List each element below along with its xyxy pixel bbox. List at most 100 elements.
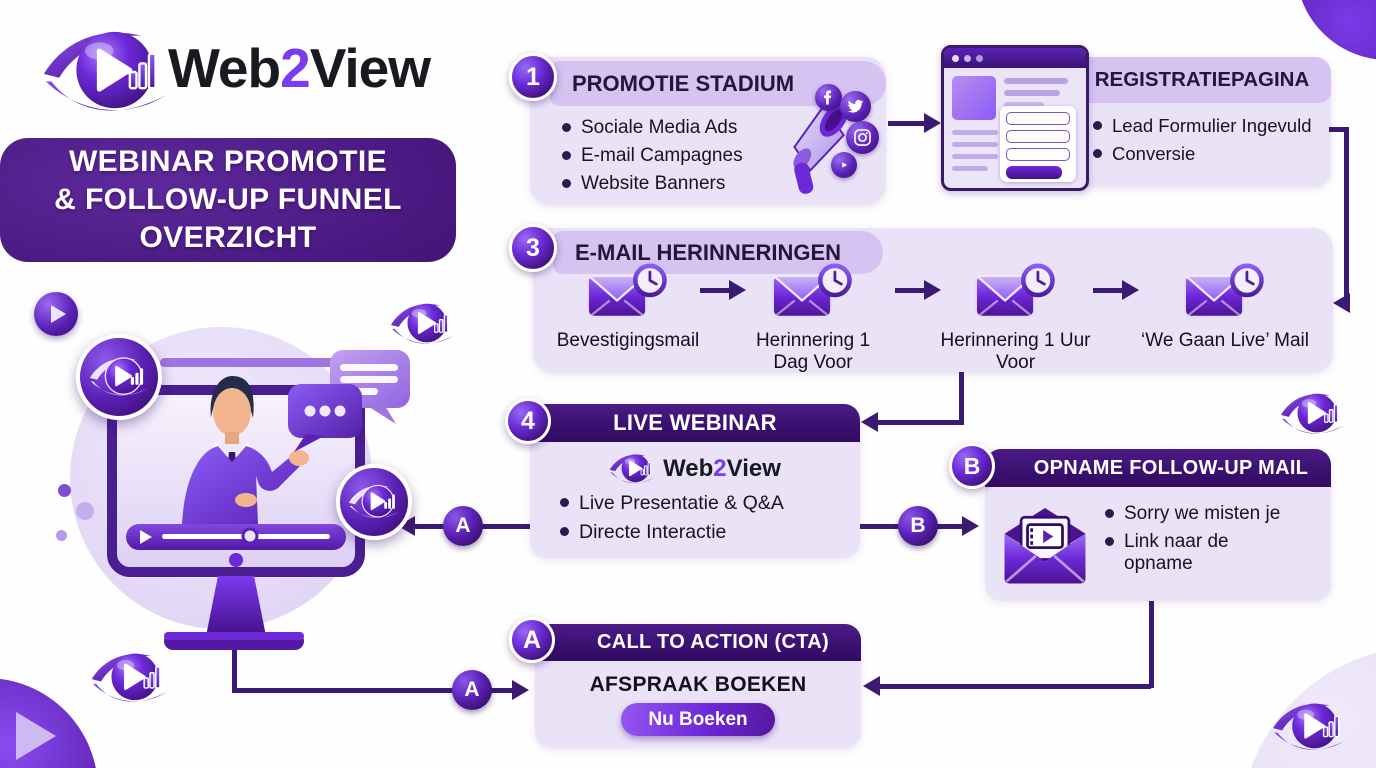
thumbnail-image	[952, 76, 996, 120]
banner-line-1: WEBINAR PROMOTIE	[68, 145, 388, 178]
decor-dot	[76, 502, 94, 520]
arrowhead-right-icon	[1122, 280, 1139, 300]
title-banner: WEBINAR PROMOTIE & FOLLOW-UP FUNNEL OVER…	[0, 138, 456, 262]
registratie-bullets: Lead Formulier Ingevuld Conversie	[1091, 115, 1312, 171]
webinar-logo-text: Web2View	[663, 455, 781, 482]
corner-circle-top-right	[1296, 0, 1376, 60]
web2view-logo-icon	[609, 453, 656, 484]
bullet-item: Live Presentatie & Q&A	[558, 492, 784, 515]
email-step-label: Herinnering 1 Dag Voor	[755, 330, 871, 373]
nu-boeken-button[interactable]: Nu Boeken	[621, 703, 775, 736]
stage-1-badge: 1	[509, 53, 557, 101]
connector-email-to-webinar	[877, 420, 964, 425]
brand-title: Web2View	[168, 36, 431, 100]
connector-opname-to-cta	[1149, 601, 1154, 688]
registratie-header: REGISTRATIEPAGINA	[1073, 57, 1331, 103]
decor-dot	[56, 530, 67, 541]
arrowhead-right-icon	[512, 680, 529, 700]
email-step-uur-voor: Herinnering 1 Uur Voor	[933, 262, 1098, 374]
eye-logo-badge	[336, 464, 412, 540]
panel-email-herinneringen: E-MAIL HERINNERINGEN Bevestigingsmail He…	[533, 228, 1333, 373]
webinar-bullets: Live Presentatie & Q&A Directe Interacti…	[558, 492, 784, 550]
facebook-icon	[815, 84, 842, 111]
connector-label-a: A	[443, 506, 483, 546]
megaphone-icon	[793, 97, 864, 194]
bullet-item: Lead Formulier Ingevuld	[1091, 115, 1312, 137]
youtube-icon	[831, 152, 857, 178]
email-header: E-MAIL HERINNERINGEN	[553, 231, 883, 274]
envelope-clock-icon	[586, 262, 670, 328]
registration-page-thumbnail	[941, 45, 1089, 191]
eye-logo-badge	[76, 334, 162, 420]
stage-3-badge: 3	[509, 224, 557, 272]
connector-registratie-down	[1329, 127, 1349, 132]
connector-registratie-down	[1344, 127, 1349, 303]
arrow-step-3-4	[1093, 288, 1123, 293]
arrow-step-2-3	[895, 288, 925, 293]
eye-logo-icon	[390, 302, 454, 345]
stage-b-badge: B	[949, 443, 995, 489]
promotie-bullets: Sociale Media Ads E-mail Campagnes Websi…	[560, 117, 743, 201]
webinar-header: LIVE WEBINAR	[530, 404, 860, 442]
cta-header: CALL TO ACTION (CTA)	[535, 624, 861, 661]
brand-word-web: Web	[168, 37, 281, 99]
twitter-icon	[840, 91, 871, 122]
bullet-item: E-mail Campagnes	[560, 145, 743, 167]
email-step-live-mail: ‘We Gaan Live’ Mail	[1130, 262, 1320, 352]
chat-bubbles-icon	[288, 350, 410, 452]
open-envelope-video-icon	[1003, 506, 1087, 585]
bullet-item: Link naar de opname	[1103, 531, 1298, 575]
email-step-label: ‘We Gaan Live’ Mail	[1141, 330, 1309, 351]
bullet-item: Sociale Media Ads	[560, 117, 743, 139]
brand-word-2: 2	[280, 37, 311, 99]
eye-logo-icon	[1280, 392, 1344, 435]
arrowhead-right-icon	[924, 113, 941, 133]
brand-word-view: View	[309, 37, 431, 99]
panel-call-to-action: CALL TO ACTION (CTA) AFSPRAAK BOEKEN Nu …	[535, 624, 861, 748]
cta-heading: AFSPRAAK BOEKEN	[589, 673, 807, 696]
eye-logo-icon	[90, 652, 168, 704]
bullet-item: Conversie	[1091, 143, 1312, 165]
envelope-clock-icon	[771, 262, 855, 328]
email-step-dag-voor: Herinnering 1 Dag Voor	[748, 262, 878, 374]
envelope-clock-icon	[1183, 262, 1267, 328]
eye-logo-icon	[1272, 702, 1346, 752]
decor-dot	[58, 484, 71, 497]
arrowhead-right-icon	[729, 280, 746, 300]
bullet-item: Sorry we misten je	[1103, 503, 1298, 525]
arrow-promotie-to-registratie	[888, 121, 926, 126]
arrowhead-left-icon	[863, 676, 880, 696]
panel-registratiepagina: REGISTRATIEPAGINA Lead Formulier Ingevul…	[1073, 57, 1331, 187]
email-step-bevestiging: Bevestigingsmail	[538, 262, 718, 352]
panel-live-webinar: LIVE WEBINAR Web2View Live Presentatie &…	[530, 404, 860, 558]
arrowhead-left-icon	[861, 412, 878, 432]
opname-bullets: Sorry we misten je Link naar de opname	[1103, 503, 1298, 581]
arrowhead-right-icon	[962, 516, 979, 536]
arrowhead-left-icon	[1333, 293, 1350, 313]
connector-label-a: A	[452, 670, 492, 710]
bullet-item: Website Banners	[560, 173, 743, 195]
play-icon	[16, 712, 56, 760]
stage-4-badge: 4	[505, 398, 551, 444]
envelope-clock-icon	[974, 262, 1058, 328]
connector-opname-to-cta	[879, 684, 1151, 689]
panel-opname-followup: OPNAME FOLLOW-UP MAIL Sorry we misten je…	[985, 449, 1331, 601]
play-badge-icon	[34, 292, 78, 336]
form-submit-button	[1006, 166, 1062, 179]
connector-illustration-to-cta	[232, 688, 514, 693]
banner-line-2: & FOLLOW-UP FUNNEL	[54, 183, 402, 216]
webinar-logo-row: Web2View	[530, 452, 860, 486]
banner-line-3: OVERZICHT	[139, 221, 317, 254]
bullet-item: Directe Interactie	[558, 521, 784, 544]
connector-email-to-webinar	[959, 372, 964, 424]
lead-form	[1000, 106, 1076, 182]
arrowhead-right-icon	[924, 280, 941, 300]
opname-header: OPNAME FOLLOW-UP MAIL	[985, 449, 1331, 487]
email-step-label: Bevestigingsmail	[556, 330, 700, 351]
arrow-step-1-2	[700, 288, 730, 293]
instagram-icon	[846, 121, 879, 154]
connector-illustration-to-cta	[232, 626, 237, 692]
email-step-label: Herinnering 1 Uur Voor	[940, 330, 1091, 373]
connector-label-b: B	[898, 506, 938, 546]
